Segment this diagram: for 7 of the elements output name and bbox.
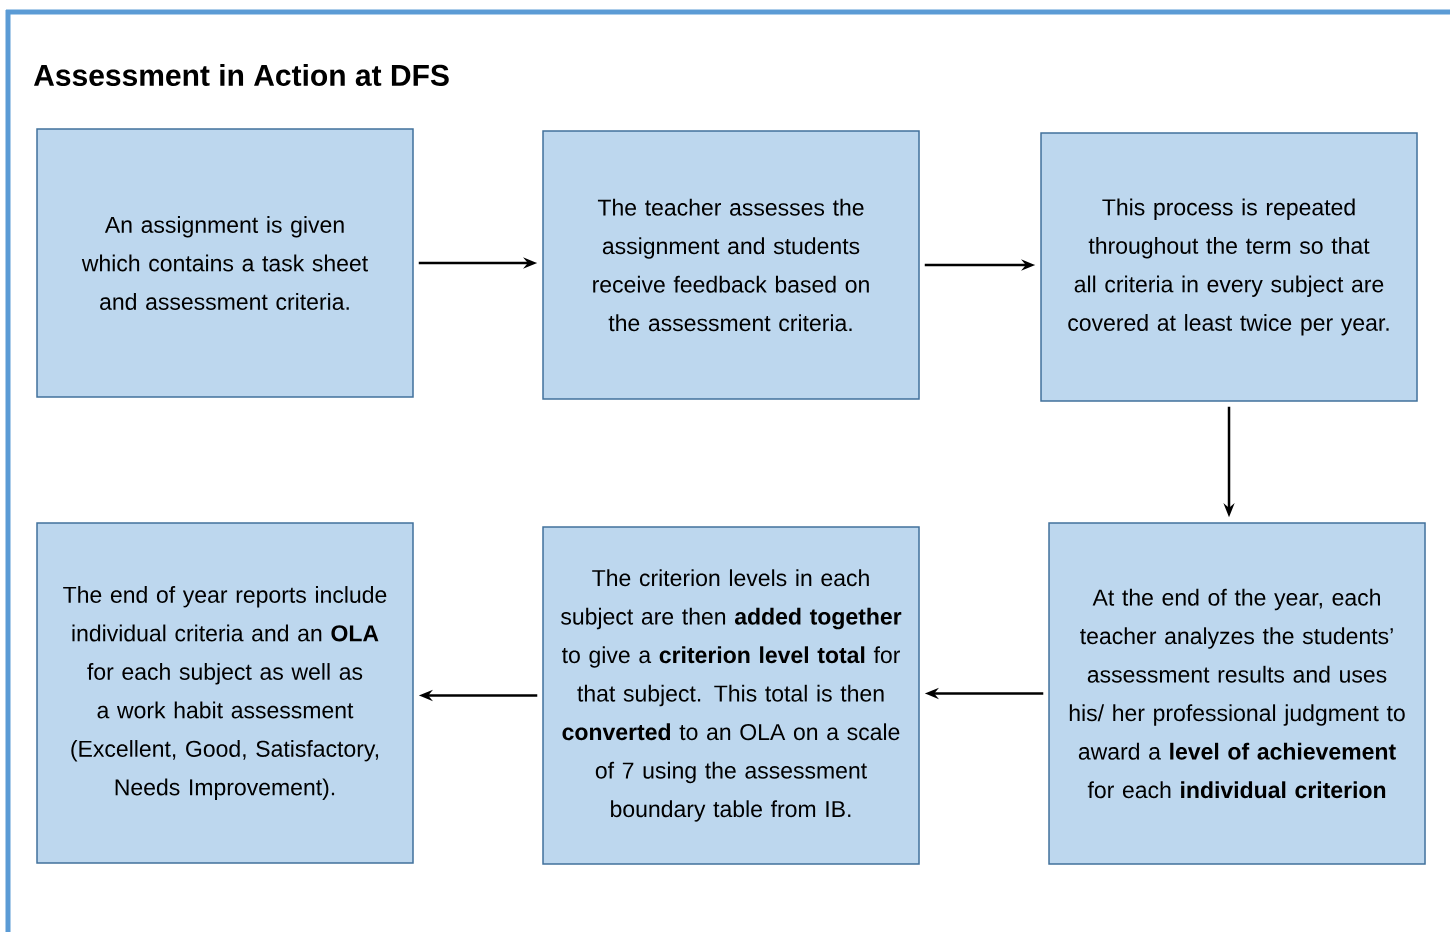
process-box: An assignment is given which contains a task sheet and assessment criteria. <box>36 128 414 398</box>
process-box: The teacher assesses the assignment and students receive feedback based on the assessment criteria. <box>542 130 920 400</box>
process-box: The end of year reports include individual criteria and an OLA for each subject as well as a work habit assessment (Excellent, Good, Satisfactory, Needs Improvement). <box>36 522 414 864</box>
title: Assessment in Action at DFS <box>33 64 449 86</box>
process-box: This process is repeated throughout the term so that all criteria in every subject are covered at least twice per year. <box>1040 132 1418 402</box>
process-box: The criterion levels in each subject are then added together to give a criterion level total for that subject. This total is then converted to an OLA on a scale of 7 using the assessment boundary table from IB. <box>542 526 920 865</box>
process-box: At the end of the year, each teacher analyzes the students’ assessment results and uses his/ her professional judgment to award a level of achievement for each individual criterion <box>1048 522 1426 865</box>
